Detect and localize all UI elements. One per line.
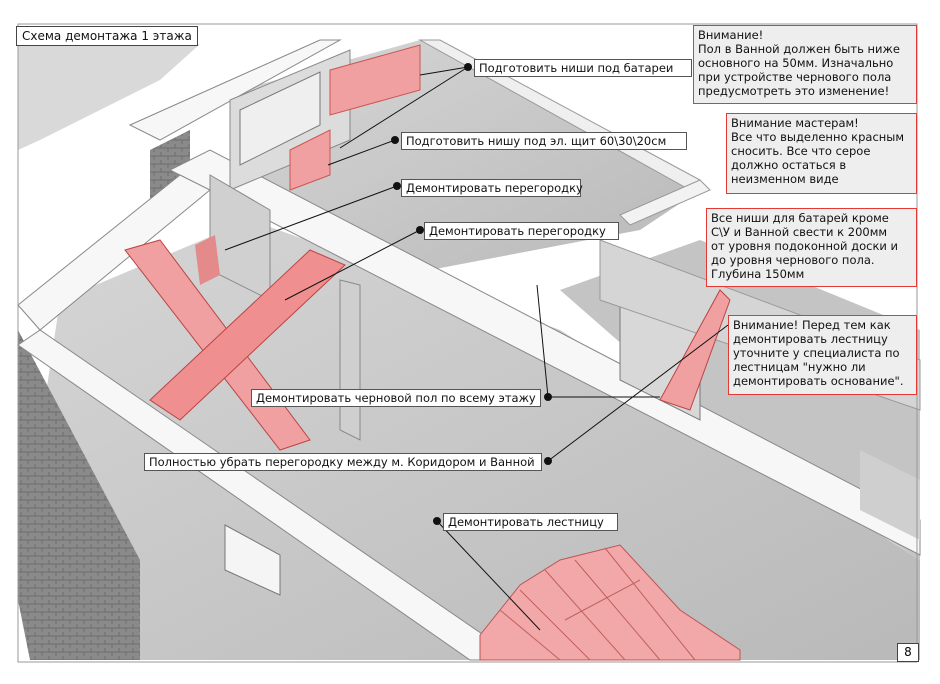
label-demolish-partition-2: Демонтировать перегородку — [424, 222, 619, 240]
note-battery-niches: Все ниши для батарей кроме С\У и Ванной … — [706, 208, 917, 287]
wall-face-far-right — [860, 450, 920, 540]
wall-top-right — [619, 179, 711, 226]
demolish-staircase — [479, 544, 741, 661]
demolish-partition-2 — [149, 249, 346, 421]
diagram-title: Схема демонтажа 1 этажа — [16, 26, 198, 46]
window-opening-lower — [224, 524, 281, 596]
label-prepare-panel-niche: Подготовить нишу под эл. щит 60\30\20см — [401, 132, 687, 150]
wall-top-upper — [128, 39, 342, 141]
leader-lines — [224, 66, 729, 631]
brick-wall-left — [18, 330, 140, 660]
demolish-niche-battery — [329, 44, 421, 116]
note-bathroom-floor: Внимание! Пол в Ванной должен быть ниже … — [693, 25, 917, 104]
stair-steps — [499, 547, 696, 661]
label-demolish-subfloor: Демонтировать черновой пол по всему этаж… — [251, 389, 541, 407]
page-number: 8 — [897, 643, 919, 662]
leader-dots — [391, 63, 552, 525]
window-opening-upper — [239, 71, 321, 166]
demolish-niche-panel — [289, 129, 331, 191]
wall-column — [339, 279, 361, 441]
demolish-niche-small — [195, 235, 220, 285]
label-demolish-partition-1: Демонтировать перегородку — [401, 179, 583, 197]
note-masters-attention: Внимание мастерам! Все что выделенно кра… — [726, 113, 917, 194]
label-prepare-battery-niches: Подготовить ниши под батареи — [474, 59, 692, 77]
exterior-background — [18, 44, 200, 150]
note-staircase-warning: Внимание! Перед тем как демонтировать ле… — [728, 315, 917, 395]
label-demolish-stairs: Демонтировать лестницу — [443, 513, 618, 531]
label-remove-corridor-bath-partition: Полностью убрать перегородку между м. Ко… — [144, 453, 542, 471]
